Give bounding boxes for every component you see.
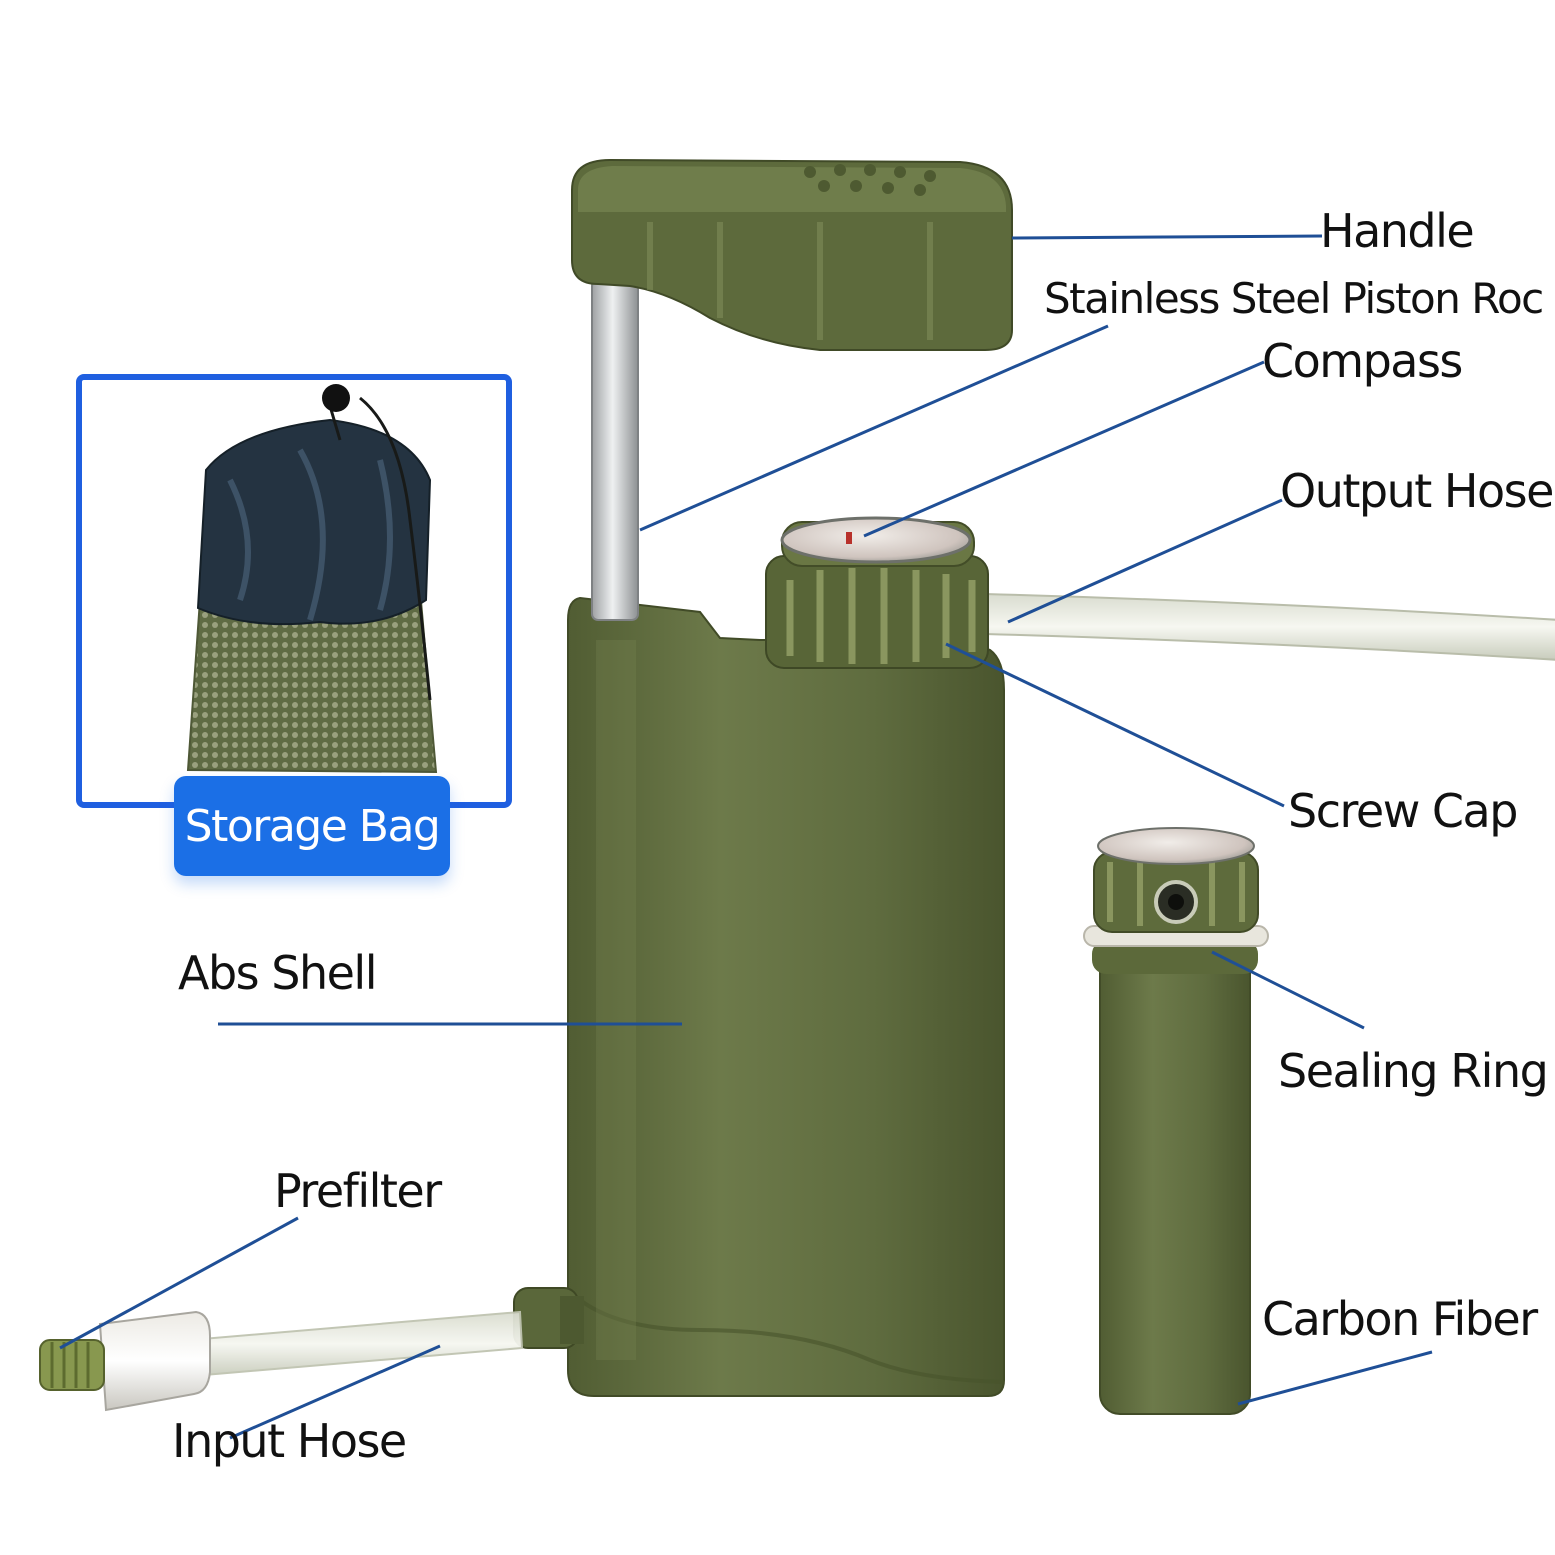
input-hose [188,1310,524,1378]
storage-bag-badge: Storage Bag [174,776,450,876]
leader-lines [59,234,1433,1440]
storage-bag-image [186,384,438,774]
label-screw-cap: Screw Cap [1288,784,1518,838]
label-input-hose: Input Hose [172,1414,407,1468]
carbon-fiber-cartridge [1083,827,1269,1415]
output-hose [984,592,1555,661]
label-sealing-ring: Sealing Ring [1278,1044,1549,1098]
abs-shell [567,596,1005,1397]
label-carbon-fiber: Carbon Fiber [1262,1292,1538,1346]
handle-vents [804,164,936,196]
label-handle: Handle [1320,204,1475,258]
prefilter-tip [39,1339,105,1391]
label-compass: Compass [1262,334,1463,388]
label-prefilter: Prefilter [274,1164,442,1218]
label-piston-rod: Stainless Steel Piston Roc [1044,274,1544,323]
prefilter [98,1310,211,1412]
label-abs-shell: Abs Shell [178,946,377,1000]
storage-bag-frame [76,374,512,808]
piston-rod [591,279,639,621]
label-output-hose: Output Hose [1280,464,1554,518]
compass [780,516,972,564]
label-storage-bag: Storage Bag [184,800,441,852]
